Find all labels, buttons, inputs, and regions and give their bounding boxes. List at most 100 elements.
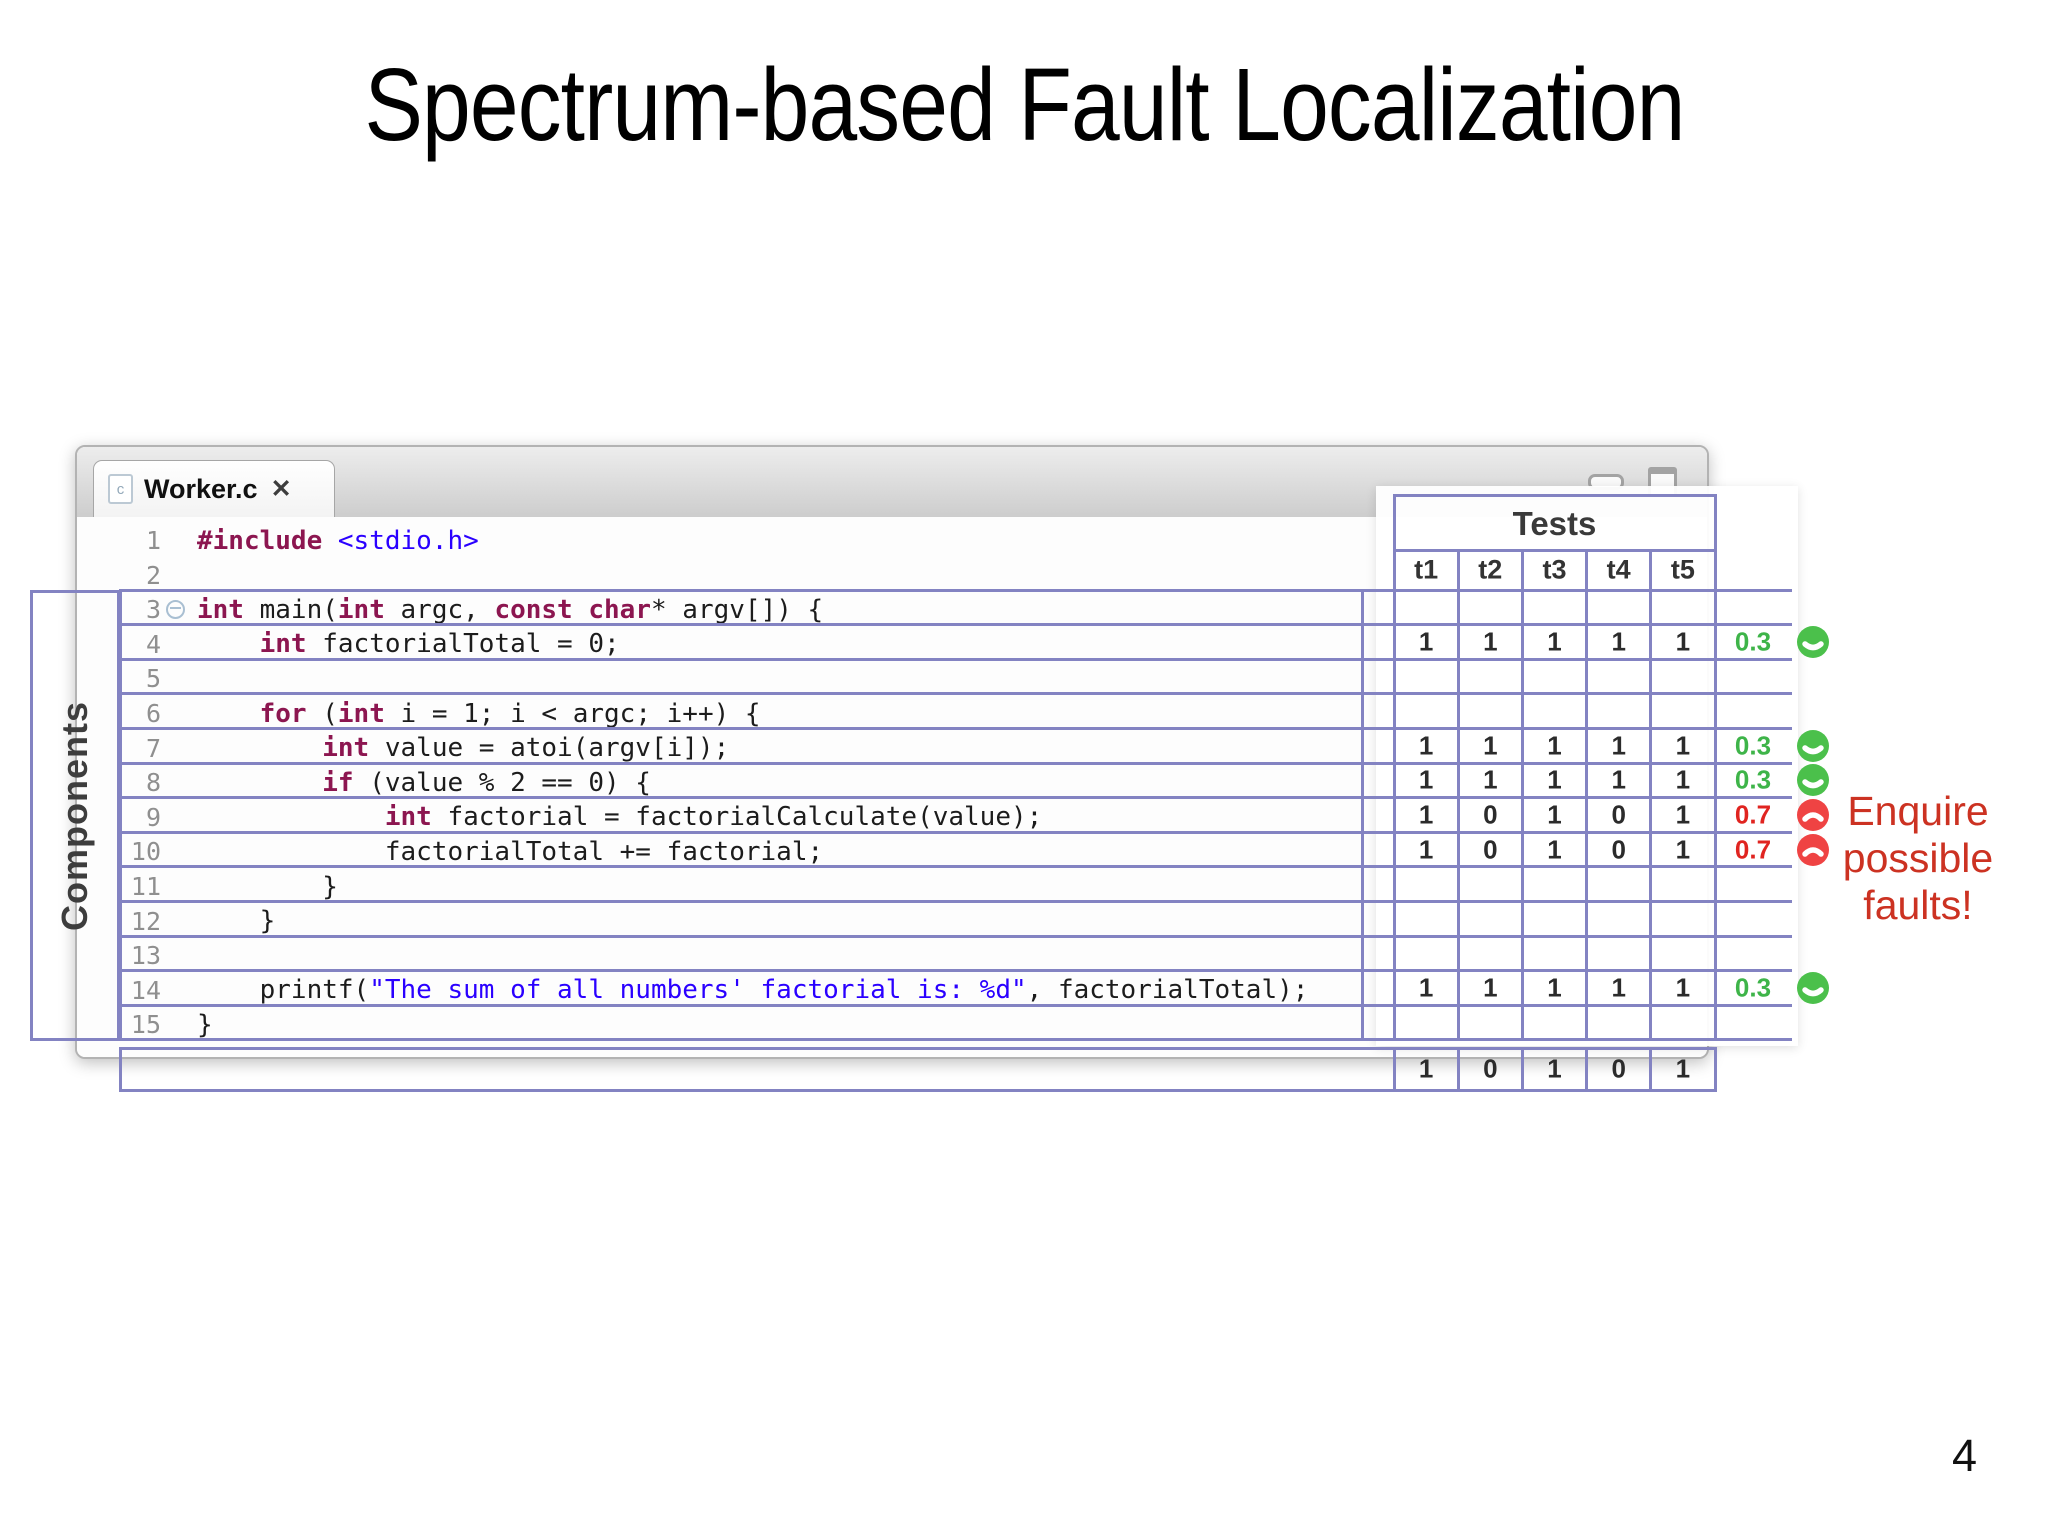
coverage-cell: 1 (1675, 834, 1691, 864)
c-file-icon: c (108, 474, 133, 504)
code-line: 7 int value = atoi(argv[i]); (97, 731, 729, 766)
row-line (118, 657, 1792, 661)
gutter-marker (161, 558, 189, 593)
line-number: 7 (145, 733, 161, 763)
page-title: Spectrum-based Fault Localization (0, 46, 2048, 164)
gutter-marker (161, 904, 189, 939)
gutter-marker (161, 696, 189, 731)
line-number: 10 (130, 837, 161, 867)
c-file-icon-letter: c (116, 480, 125, 498)
tests-col-line (1585, 548, 1589, 1042)
code-line: 5 (97, 661, 197, 696)
result-row-line (1585, 1046, 1589, 1092)
coverage-cell: 1 (1547, 799, 1562, 830)
pass-face-icon (1795, 624, 1831, 660)
coverage-cell: 1 (1547, 764, 1562, 795)
code-text: #include <stdio.h> (197, 525, 479, 556)
line-number: 4 (145, 629, 161, 659)
line-number: 14 (130, 975, 161, 1005)
result-row-line (1456, 1046, 1460, 1092)
code-text: } (197, 871, 338, 902)
row-line (118, 692, 1792, 696)
coverage-cell: 1 (1547, 626, 1562, 657)
tests-box-line (1392, 548, 1717, 552)
code-line: 14 printf("The sum of all numbers' facto… (97, 973, 1309, 1008)
coverage-cell: 1 (1547, 972, 1562, 1003)
coverage-cell: 1 (1483, 626, 1498, 657)
coverage-cell: 1 (1418, 972, 1434, 1003)
components-box: Components (30, 590, 120, 1041)
gutter-marker (161, 938, 189, 973)
code-line: 1#include <stdio.h> (97, 523, 479, 558)
row-line (118, 726, 1792, 730)
coverage-cell: 1 (1675, 764, 1691, 795)
line-number: 12 (130, 906, 161, 936)
test-result-cell: 1 (1547, 1053, 1562, 1084)
test-result-cell: 1 (1418, 1053, 1434, 1084)
result-row-line (1713, 1046, 1717, 1092)
result-row-line (118, 1046, 1717, 1050)
fault-annotation-line: Enquire (1847, 788, 1989, 834)
tab-close-icon[interactable]: ✕ (270, 475, 292, 503)
suspiciousness-score: 0.3 (1734, 764, 1772, 795)
row-line (118, 899, 1792, 903)
gutter-marker (161, 523, 189, 558)
fail-face-icon (1795, 832, 1831, 868)
row-line (118, 865, 1792, 869)
coverage-cell: 0 (1483, 799, 1498, 830)
coverage-cell: 1 (1483, 972, 1498, 1003)
code-line: 4 int factorialTotal = 0; (97, 627, 620, 662)
test-result-cell: 1 (1675, 1053, 1691, 1084)
coverage-cell: 1 (1675, 972, 1691, 1003)
coverage-cell: 1 (1547, 730, 1562, 761)
row-line (118, 761, 1792, 765)
fault-annotation: Enquire possible faults! (1788, 788, 2048, 929)
row-line (118, 588, 1792, 592)
suspiciousness-score: 0.3 (1734, 730, 1772, 761)
test-column-label: t3 (1542, 554, 1567, 585)
line-number: 3 (145, 595, 161, 625)
coverage-cell: 1 (1418, 730, 1434, 761)
code-line: 12 } (97, 904, 275, 939)
code-text: int value = atoi(argv[i]); (322, 733, 730, 764)
coverage-cell: 1 (1483, 764, 1498, 795)
suspiciousness-score: 0.7 (1734, 799, 1772, 830)
tests-box-line (1392, 493, 1717, 497)
row-line (118, 1003, 1792, 1007)
result-row-line (118, 1046, 122, 1092)
code-text: for (int i = 1; i < argc; i++) { (259, 698, 761, 729)
code-text: int main(int argc, const char* argv[]) { (197, 594, 824, 625)
gutter-marker (161, 765, 189, 800)
test-result-cell: 0 (1611, 1053, 1626, 1084)
result-row-line (1392, 1046, 1396, 1092)
code-text: factorialTotal += factorial; (197, 836, 824, 867)
test-result-cell: 0 (1483, 1053, 1498, 1084)
coverage-cell: 0 (1483, 834, 1498, 864)
code-line: 2 (97, 558, 197, 593)
line-number: 15 (130, 1010, 161, 1040)
row-line (118, 934, 1792, 938)
coverage-cell: 1 (1547, 834, 1562, 864)
code-text: int factorial = factorialCalculate(value… (384, 802, 1043, 833)
suspiciousness-score: 0.3 (1734, 972, 1772, 1003)
line-number: 11 (130, 872, 161, 901)
row-line (118, 830, 1792, 834)
fail-face-icon (1795, 797, 1831, 833)
code-text: if (value % 2 == 0) { (322, 767, 651, 798)
fold-marker-icon[interactable] (161, 592, 189, 627)
code-text: printf("The sum of all numbers' factoria… (197, 975, 1309, 1006)
gutter-marker (161, 661, 189, 696)
coverage-cell: 1 (1611, 730, 1626, 761)
tests-col-line (1392, 493, 1396, 1042)
gutter-marker (161, 731, 189, 766)
gutter-marker (161, 973, 189, 1008)
code-right-line (1360, 588, 1364, 1042)
tests-col-line (1520, 548, 1524, 1042)
tab-worker-c[interactable]: c Worker.c ✕ (93, 460, 335, 517)
tests-header-label: Tests (1512, 504, 1597, 542)
grid-left-line (118, 588, 122, 1042)
line-number: 13 (130, 941, 161, 971)
tests-col-line (1649, 548, 1653, 1042)
coverage-cell: 1 (1611, 626, 1626, 657)
tests-col-line (1713, 493, 1717, 1042)
